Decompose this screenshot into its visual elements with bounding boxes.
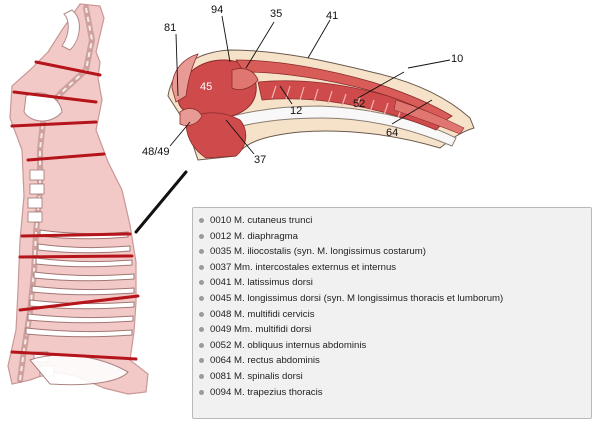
legend-item-text: 0094 M. trapezius thoracis <box>210 386 323 398</box>
bullet-icon <box>199 358 204 364</box>
legend-item: 0012 M. diaphragma <box>199 229 591 245</box>
legend-item-text: 0037 Mm. intercostales externus et inter… <box>210 261 397 273</box>
callout-48-49: 48/49 <box>142 146 170 158</box>
callout-35: 35 <box>270 8 282 20</box>
legend-item-text: 0041 M. latissimus dorsi <box>210 277 313 289</box>
bullet-icon <box>199 311 204 317</box>
legend-item: 0048 M. multifidi cervicis <box>199 307 591 323</box>
ribs <box>25 229 135 338</box>
legend-item: 0052 M. obliquus internus abdominis <box>199 338 591 354</box>
legend-item-text: 0045 M. longissimus dorsi (syn. M longis… <box>210 292 504 304</box>
bullet-icon <box>199 264 204 270</box>
legend-item-text: 0052 M. obliquus internus abdominis <box>210 339 367 351</box>
callout-10: 10 <box>451 53 463 65</box>
pelvis-bone <box>23 92 63 122</box>
bullet-icon <box>199 373 204 379</box>
rib-cross-section: 45 81 94 35 41 10 12 52 64 48/49 37 <box>142 4 475 166</box>
callout-45: 45 <box>200 81 212 93</box>
legend-item: 0037 Mm. intercostales externus et inter… <box>199 260 591 276</box>
rib-bone <box>195 105 457 147</box>
bullet-icon <box>199 280 204 286</box>
bullet-icon <box>199 342 204 348</box>
bullet-icon <box>199 327 204 333</box>
legend-item: 0081 M. spinalis dorsi <box>199 369 591 385</box>
legend-item-text: 0048 M. multifidi cervicis <box>210 308 315 320</box>
legend-item: 0035 M. iliocostalis (syn. M. longissimu… <box>199 244 591 260</box>
callout-94: 94 <box>211 4 223 16</box>
intercostal-region <box>257 80 443 131</box>
callout-52: 52 <box>353 98 365 110</box>
legend-item: 0010 M. cutaneus trunci <box>199 213 591 229</box>
spinalis-muscle <box>171 53 199 103</box>
legend-item-text: 0081 M. spinalis dorsi <box>210 370 303 382</box>
legend-item-text: 0035 M. iliocostalis (syn. M. longissimu… <box>210 246 426 258</box>
legend-item: 0049 Mm. multifidi dorsi <box>199 322 591 338</box>
legend-item-text: 0010 M. cutaneus trunci <box>210 215 313 226</box>
bullet-icon <box>199 233 204 239</box>
callout-81: 81 <box>164 22 176 34</box>
bullet-icon <box>199 249 204 255</box>
legend-item-text: 0064 M. rectus abdominis <box>210 355 320 367</box>
legend-item: 0041 M. latissimus dorsi <box>199 275 591 291</box>
leader-lines <box>169 15 451 155</box>
iliocostalis-muscle <box>231 68 259 90</box>
legend-item: 0045 M. longissimus dorsi (syn. M longis… <box>199 291 591 307</box>
bullet-icon <box>199 295 204 301</box>
legend-list: 0010 M. cutaneus trunci 0012 M. diaphrag… <box>193 208 591 400</box>
section-pointer-line <box>134 170 188 234</box>
callout-41: 41 <box>326 10 338 22</box>
legend-item-text: 0012 M. diaphragma <box>210 230 298 242</box>
legend-item-text: 0049 Mm. multifidi dorsi <box>210 324 312 336</box>
bullet-icon <box>199 218 204 223</box>
abdominal-tail <box>393 99 465 135</box>
femur-bone <box>61 9 80 51</box>
callout-64: 64 <box>386 127 398 139</box>
multifidi-muscle <box>179 108 203 126</box>
muscle-legend: 0010 M. cutaneus trunci 0012 M. diaphrag… <box>192 207 592 419</box>
half-carcass <box>7 3 188 395</box>
bullet-icon <box>199 389 204 395</box>
callout-37: 37 <box>254 154 266 166</box>
legend-item: 0094 M. trapezius thoracis <box>199 385 591 401</box>
lower-muscle-block <box>185 112 247 159</box>
callout-12: 12 <box>290 105 302 117</box>
legend-item: 0064 M. rectus abdominis <box>199 353 591 369</box>
intercostal-striations <box>271 85 403 119</box>
primal-cut-lines <box>10 60 140 361</box>
